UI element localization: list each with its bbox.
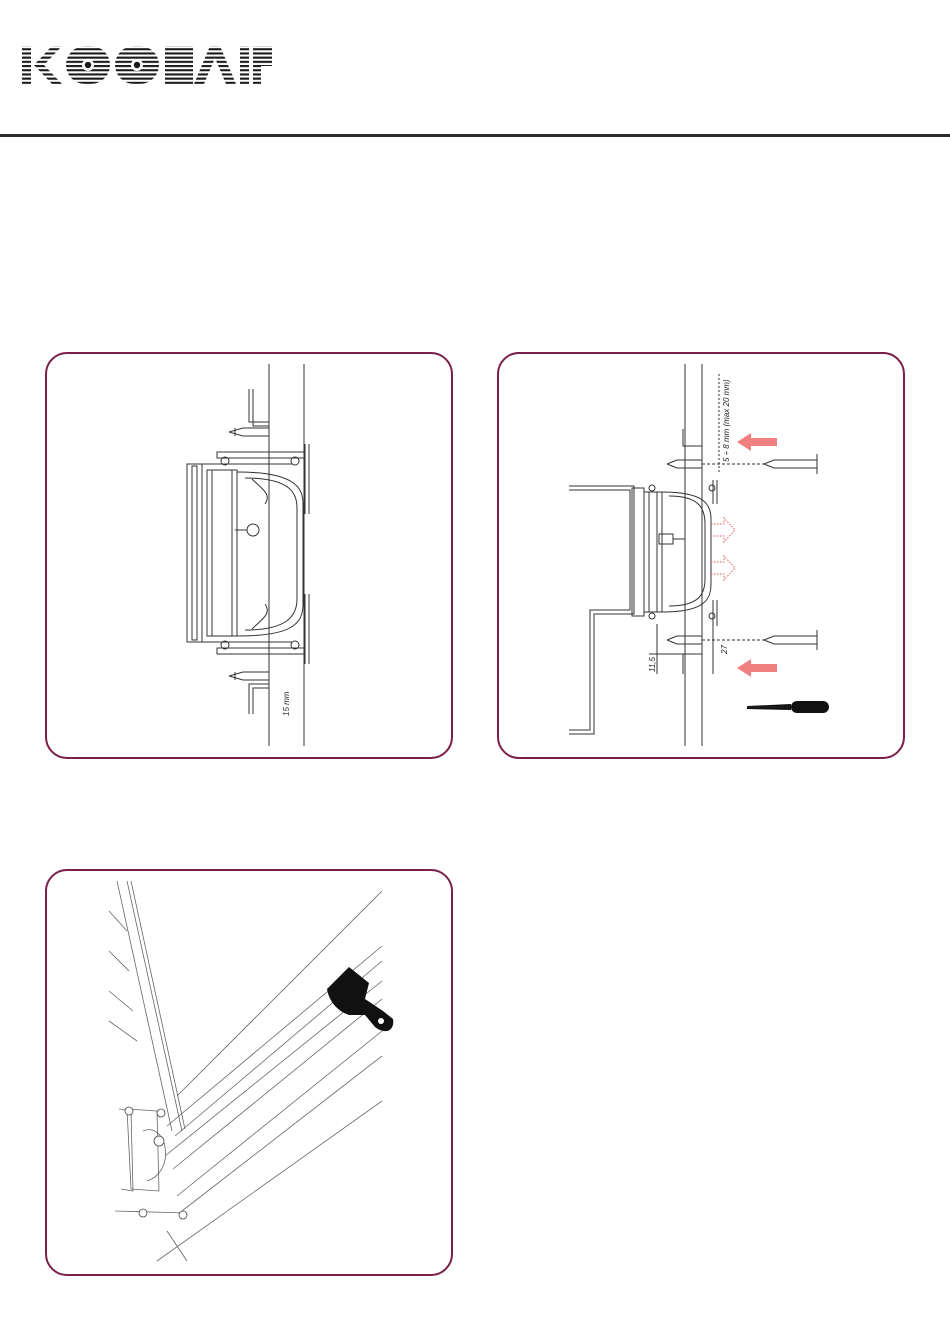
installation-drawing: 5 ÷ 8 mm (max 20 mm) 11,5 27 <box>499 354 903 757</box>
dim-27: 27 <box>720 645 729 655</box>
dim-11-5: 11,5 <box>648 656 657 672</box>
panel-perspective-view <box>45 869 453 1276</box>
dim-gap: 5 ÷ 8 mm (max 20 mm) <box>722 379 731 462</box>
section-drawing: 15 mm <box>47 354 451 757</box>
dim-15mm: 15 mm <box>282 691 291 716</box>
screwdriver-icon <box>747 701 829 713</box>
page-header <box>0 0 950 140</box>
header-rule <box>0 134 950 137</box>
panel-installation-view: 5 ÷ 8 mm (max 20 mm) 11,5 27 <box>497 352 905 759</box>
scraper-icon <box>327 967 393 1031</box>
perspective-drawing <box>47 871 451 1274</box>
kooair-logo <box>22 44 272 86</box>
panel-section-view: 15 mm <box>45 352 453 759</box>
